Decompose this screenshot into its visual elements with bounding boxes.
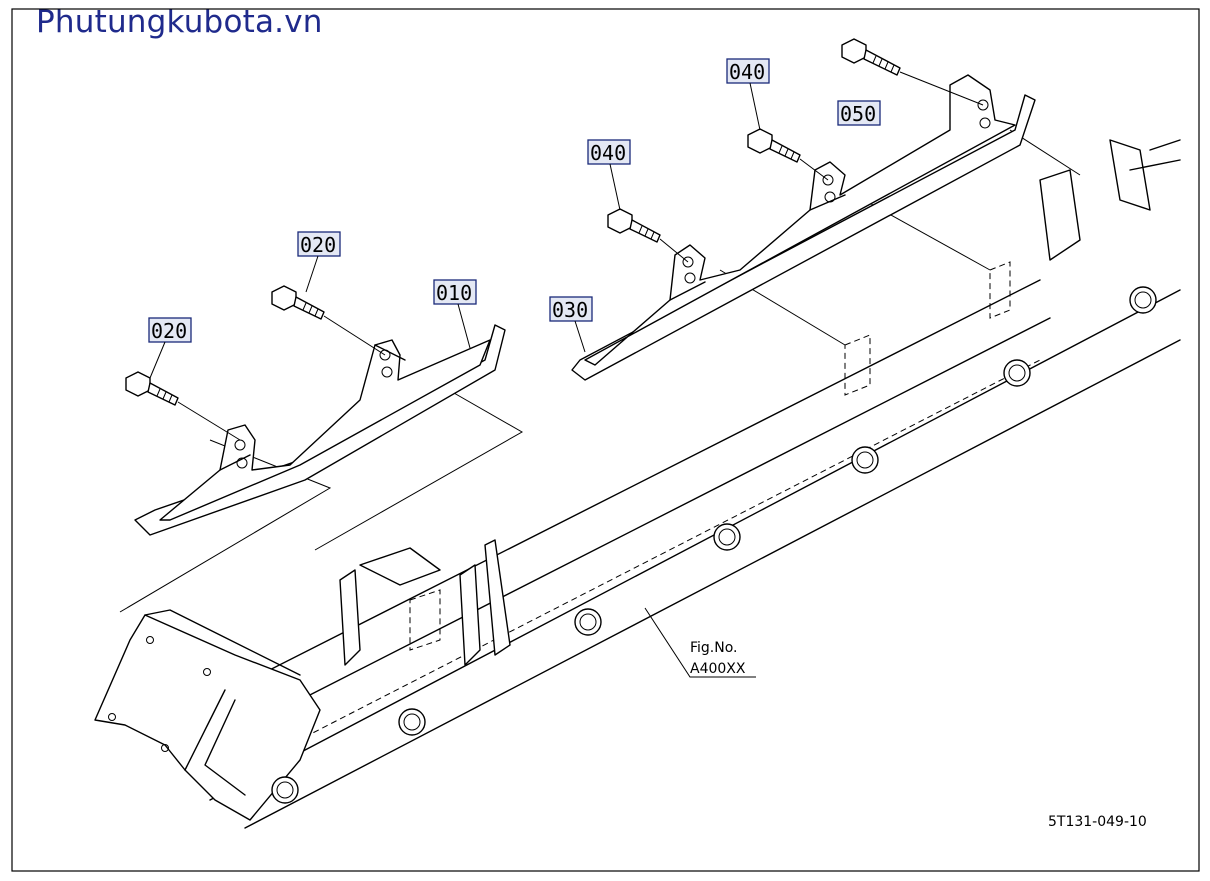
label-text: 020 (300, 233, 336, 257)
label-text: 020 (151, 319, 187, 343)
label-text: 030 (552, 298, 588, 322)
fig-ref-line1: Fig.No. (690, 640, 738, 656)
diagram-frame (11, 8, 1200, 872)
part-label-030: 030 (549, 296, 593, 353)
bolts (125, 38, 984, 441)
bolt-040-front (607, 208, 689, 263)
bolt-020-rear (271, 285, 386, 356)
track-frame (94, 139, 1181, 829)
fig-ref-line2: A400XX (690, 661, 746, 677)
roller-holes (271, 286, 1157, 804)
label-text: 050 (840, 102, 876, 126)
mount-plane-mid (314, 384, 524, 551)
part-label-020-front: 020 (148, 317, 192, 379)
watermark-text: Phutungkubota.vn (36, 4, 323, 40)
track-guide-030 (571, 74, 1036, 381)
diagram-code: 5T131-049-10 (1048, 814, 1147, 830)
label-text: 040 (729, 60, 765, 84)
part-label-050: 050 (837, 100, 881, 126)
bolt-040-rear (747, 128, 829, 181)
track-guide-010 (134, 324, 506, 536)
part-label-040-rear: 040 (726, 58, 770, 131)
bolt-020-front (125, 371, 241, 441)
figure-reference: Fig.No. A400XX (644, 607, 756, 678)
part-label-010: 010 (433, 279, 477, 349)
part-label-020-rear: 020 (297, 231, 341, 293)
label-text: 040 (590, 141, 626, 165)
label-text: 010 (436, 281, 472, 305)
bolt-050 (841, 38, 984, 106)
part-label-040-front: 040 (587, 139, 631, 211)
